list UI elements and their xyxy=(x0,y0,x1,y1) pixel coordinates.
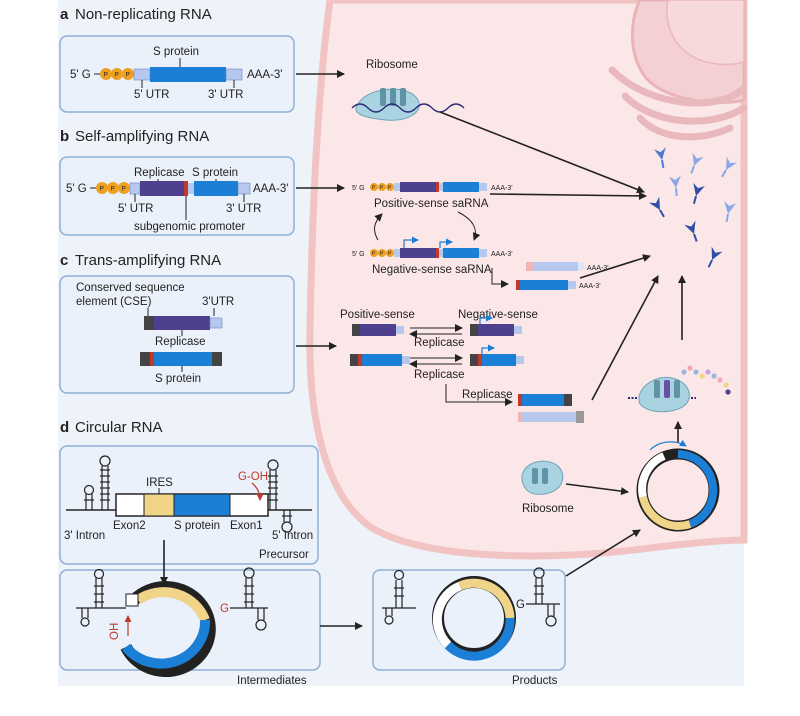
panel-c: Conserved sequence element (CSE) 3'UTR R… xyxy=(59,275,295,394)
panel-b: Replicase S protein 5' G P P P AAA-3' 5'… xyxy=(59,156,295,236)
svg-text:Positive-sense saRNA: Positive-sense saRNA xyxy=(374,198,489,210)
svg-text:d: d xyxy=(60,419,69,436)
svg-text:c: c xyxy=(60,252,68,269)
panel-d-products: G Products xyxy=(372,567,566,687)
process-arrows xyxy=(160,70,686,630)
svg-text:5' G: 5' G xyxy=(70,69,91,81)
panel-d-intermediates: OH G Intermediates xyxy=(59,567,321,687)
svg-text:P: P xyxy=(380,251,384,257)
svg-text:G: G xyxy=(516,599,525,611)
svg-text:S protein: S protein xyxy=(153,46,199,58)
svg-text:AAA-3': AAA-3' xyxy=(579,283,601,290)
trans-replication: Positive-sense Negative-sense Replicase … xyxy=(340,309,584,423)
svg-text:P: P xyxy=(122,186,126,193)
cap-phosphates: P P P xyxy=(100,68,134,80)
svg-text:OH: OH xyxy=(109,623,121,640)
svg-text:P: P xyxy=(380,185,384,191)
section-b-title: b Self-amplifying RNA xyxy=(60,128,209,145)
svg-text:5' Intron: 5' Intron xyxy=(272,530,313,542)
svg-text:b: b xyxy=(60,128,69,145)
svg-text:3' UTR: 3' UTR xyxy=(208,89,243,101)
panel-a: S protein 5' G P P P AAA-3' 5' UTR 3' UT… xyxy=(59,35,295,113)
golgi-apparatus xyxy=(608,66,748,141)
svg-text:G: G xyxy=(220,603,229,615)
svg-text:Positive-sense: Positive-sense xyxy=(340,309,415,321)
ribosome-top: Ribosome xyxy=(351,59,465,121)
svg-text:Non-replicating RNA: Non-replicating RNA xyxy=(75,6,212,23)
svg-text:IRES: IRES xyxy=(146,477,173,489)
svg-text:P: P xyxy=(126,72,130,79)
svg-text:S protein: S protein xyxy=(192,167,238,179)
stem-loop-left xyxy=(83,455,111,510)
svg-text:AAA-3': AAA-3' xyxy=(247,69,282,81)
svg-text:P: P xyxy=(111,186,115,193)
svg-text:Self-amplifying RNA: Self-amplifying RNA xyxy=(75,128,209,145)
svg-text:5' UTR: 5' UTR xyxy=(118,203,153,215)
svg-text:P: P xyxy=(115,72,119,79)
svg-text:P: P xyxy=(388,251,392,257)
peptide-chain xyxy=(681,365,731,395)
svg-text:AAA-3': AAA-3' xyxy=(491,251,513,258)
svg-text:Replicase: Replicase xyxy=(155,336,206,348)
stem-loop-right xyxy=(267,459,293,533)
cell xyxy=(306,0,748,560)
svg-text:3' Intron: 3' Intron xyxy=(64,530,105,542)
translating-ribosome xyxy=(628,365,731,413)
svg-text:AAA-3': AAA-3' xyxy=(587,265,609,272)
svg-text:G-OH: G-OH xyxy=(238,471,268,483)
svg-text:Replicase: Replicase xyxy=(462,389,513,401)
svg-text:5' G: 5' G xyxy=(66,183,87,195)
circular-rna-product xyxy=(432,576,516,661)
section-a-title: a Non-replicating RNA xyxy=(60,6,212,23)
svg-text:Exon2: Exon2 xyxy=(113,520,146,532)
cell-membrane xyxy=(306,0,748,560)
svg-text:Products: Products xyxy=(512,675,558,687)
spike-proteins xyxy=(648,147,738,268)
svg-text:5' G: 5' G xyxy=(352,251,365,258)
svg-text:Circular RNA: Circular RNA xyxy=(75,419,163,436)
svg-text:3'UTR: 3'UTR xyxy=(202,296,234,308)
nucleus-inner xyxy=(666,0,745,66)
svg-text:Exon1: Exon1 xyxy=(230,520,263,532)
svg-text:P: P xyxy=(100,186,104,193)
svg-text:Trans-amplifying RNA: Trans-amplifying RNA xyxy=(75,252,221,269)
svg-text:AAA-3': AAA-3' xyxy=(491,185,513,192)
svg-text:Precursor: Precursor xyxy=(259,549,309,561)
svg-text:P: P xyxy=(388,185,392,191)
circular-rna-cell xyxy=(636,439,720,532)
sarna-positive: 5' G P P P AAA-3' Positive-sense saRNA xyxy=(352,182,513,210)
sarna-negative: 5' G P P P AAA-3' Negative-sense saRNA xyxy=(352,236,513,276)
svg-text:Replicase: Replicase xyxy=(134,167,185,179)
svg-text:Negative-sense saRNA: Negative-sense saRNA xyxy=(372,264,492,276)
svg-text:Replicase: Replicase xyxy=(414,369,465,381)
svg-text:P: P xyxy=(372,251,376,257)
svg-text:P: P xyxy=(372,185,376,191)
svg-text:subgenomic promoter: subgenomic promoter xyxy=(134,221,245,233)
svg-text:P: P xyxy=(104,72,108,79)
ribosome-bottom: Ribosome xyxy=(521,460,574,515)
svg-text:S protein: S protein xyxy=(174,520,220,532)
svg-text:Ribosome: Ribosome xyxy=(366,59,418,71)
subgenomic-rna: AAA-3' AAA-3' xyxy=(516,262,609,290)
svg-text:Intermediates: Intermediates xyxy=(237,675,307,687)
panel-d-precursor: IRES G-OH 3' Intron Exon2 S protein Exon… xyxy=(59,445,319,565)
section-c-title: c Trans-amplifying RNA xyxy=(60,252,221,269)
svg-text:Replicase: Replicase xyxy=(414,337,465,349)
svg-text:element (CSE): element (CSE) xyxy=(76,296,152,308)
svg-text:3' UTR: 3' UTR xyxy=(226,203,261,215)
cap-phosphates-b: P P P xyxy=(96,182,130,194)
svg-text:AAA-3': AAA-3' xyxy=(253,183,288,195)
svg-text:Ribosome: Ribosome xyxy=(522,503,574,515)
svg-text:S protein: S protein xyxy=(155,373,201,385)
section-d-title: d Circular RNA xyxy=(60,419,163,436)
svg-text:5' UTR: 5' UTR xyxy=(134,89,169,101)
svg-text:5' G: 5' G xyxy=(352,185,365,192)
svg-text:Conserved sequence: Conserved sequence xyxy=(76,282,185,294)
svg-text:a: a xyxy=(60,6,69,23)
svg-text:Negative-sense: Negative-sense xyxy=(458,309,538,321)
